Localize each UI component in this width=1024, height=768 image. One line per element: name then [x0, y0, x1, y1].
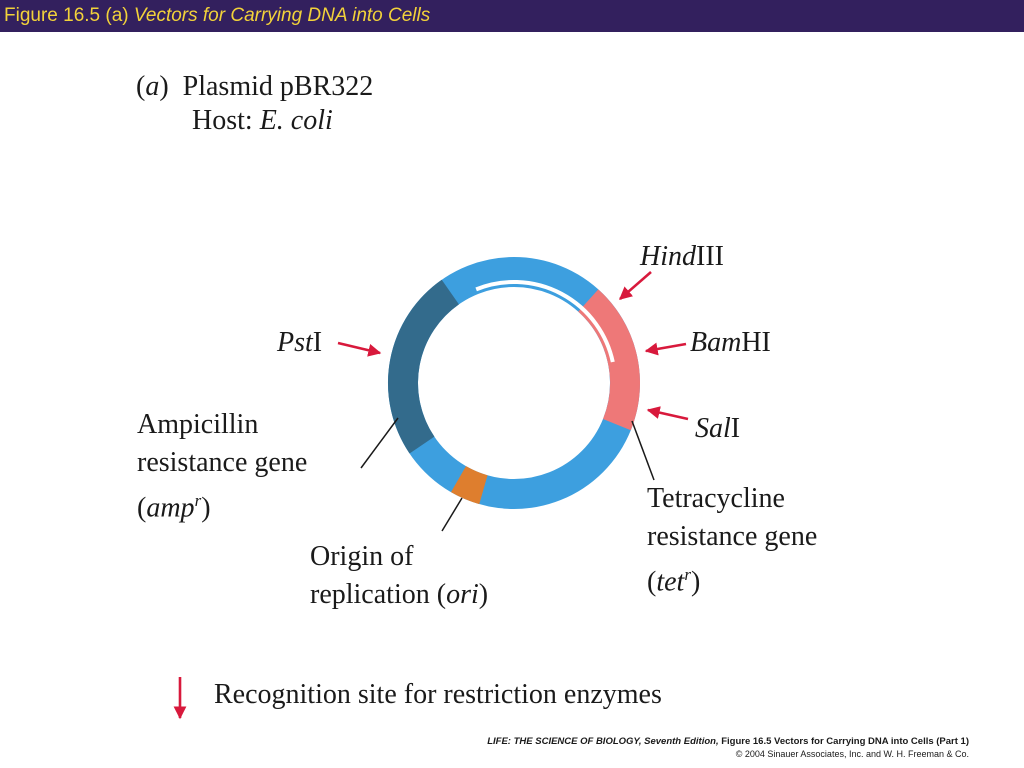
tet-leader-line — [631, 420, 655, 481]
psti-label: PstI — [277, 326, 322, 360]
tet-sup: r — [684, 565, 691, 584]
figure-caption: Figure 16.5 Vectors for Carrying DNA int… — [721, 736, 969, 747]
bamhi-italic: Bam — [690, 327, 742, 358]
hindiii-roman: III — [696, 241, 724, 272]
plasmid-name: Plasmid pBR322 — [182, 71, 374, 102]
amp-sup: r — [194, 491, 202, 510]
inner-strand-line — [475, 280, 615, 363]
hindiii-italic: Hind — [640, 241, 696, 272]
ori-label-prefix: replication ( — [310, 579, 447, 610]
figure-title: Vectors for Carrying DNA into Cells — [133, 5, 431, 26]
amp-gene-segment — [388, 279, 460, 454]
ori-label-line-1: Origin of — [310, 541, 414, 572]
bamhi-label: BamHI — [690, 326, 771, 360]
tet-label-line-3: (tetr) — [647, 565, 701, 598]
ori-leader-line — [441, 497, 463, 532]
tet-abbr: tet — [656, 566, 685, 598]
footer-line-1: LIFE: THE SCIENCE OF BIOLOGY, Seventh Ed… — [487, 736, 969, 748]
copyright: © 2004 Sinauer Associates, Inc. and W. H… — [735, 749, 969, 759]
psti-arrow — [337, 341, 382, 357]
legend-text: Recognition site for restriction enzymes — [214, 679, 662, 710]
psti-roman: I — [312, 327, 323, 358]
hindiii-arrow — [619, 271, 652, 300]
tet-gene-segment — [577, 289, 640, 431]
hindiii-label: HindIII — [640, 240, 724, 274]
amp-abbr: amp — [146, 492, 195, 524]
ori-segment — [451, 465, 488, 505]
tet-label-line-1: Tetracycline — [647, 483, 785, 514]
psti-italic: Pst — [277, 327, 313, 358]
sali-roman: I — [730, 413, 741, 444]
amp-label-line-2: resistance gene — [137, 447, 308, 478]
panel-letter: a — [145, 71, 160, 102]
tet-label-line-2: resistance gene — [647, 521, 818, 552]
panel-heading: (a) Plasmid pBR322 Host: E. coli — [136, 70, 373, 138]
sali-arrow — [646, 406, 689, 421]
ori-label: Origin of replication (ori) — [310, 538, 488, 614]
title-bar: Figure 16.5 (a) Vectors for Carrying DNA… — [0, 0, 1024, 32]
book-title: LIFE: THE SCIENCE OF BIOLOGY, Seventh Ed… — [487, 736, 719, 747]
footer-credit: LIFE: THE SCIENCE OF BIOLOGY, Seventh Ed… — [487, 736, 969, 760]
sali-italic: Sal — [695, 413, 731, 444]
amp-label-line-3: (ampr) — [137, 491, 211, 524]
bamhi-arrow — [644, 342, 687, 356]
tet-gene-label: Tetracycline resistance gene (tetr) — [647, 480, 817, 601]
heading-line-1: (a) Plasmid pBR322 — [136, 71, 374, 102]
amp-leader-line — [360, 417, 399, 469]
host-label: Host: — [192, 105, 253, 136]
ori-abbr: ori — [446, 579, 479, 610]
bamhi-roman: HI — [741, 327, 771, 358]
ori-label-line-2: replication (ori) — [310, 579, 489, 610]
amp-gene-label: Ampicillin resistance gene (ampr) — [137, 406, 307, 527]
host-organism: E. coli — [259, 105, 333, 136]
heading-line-2: Host: E. coli — [136, 104, 373, 138]
sali-label: SalI — [695, 412, 740, 446]
amp-label-line-1: Ampicillin — [137, 409, 259, 440]
figure-number: Figure 16.5 (a) — [4, 5, 129, 26]
